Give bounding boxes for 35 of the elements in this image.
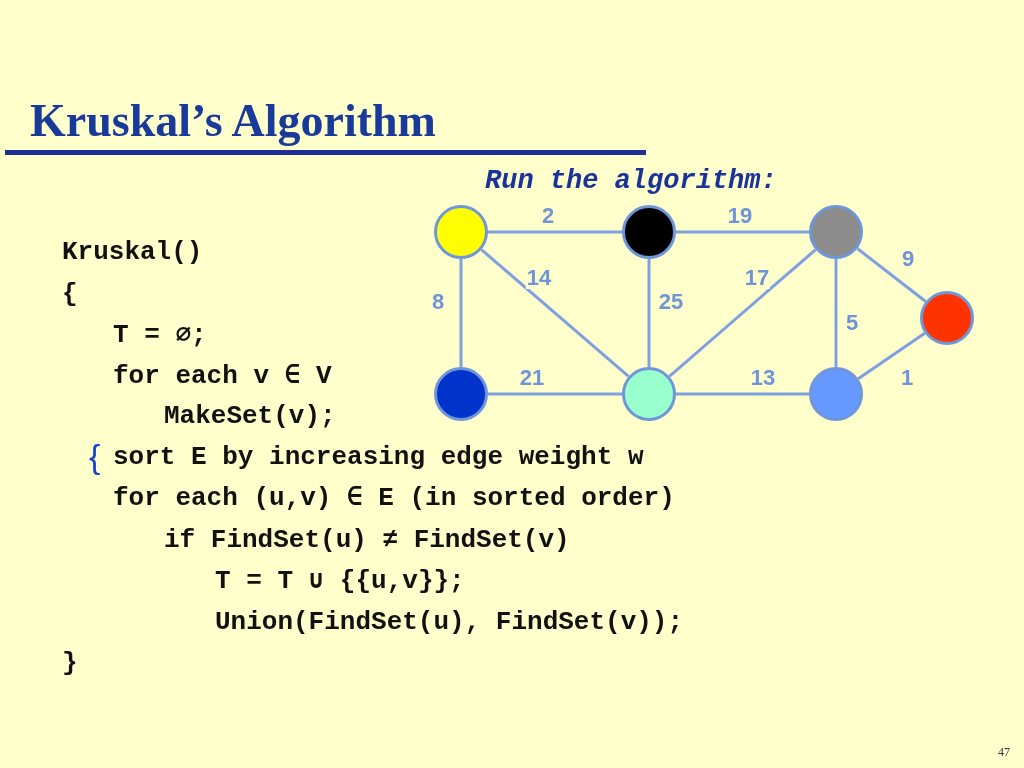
graph-edge bbox=[676, 392, 809, 396]
graph-vertex bbox=[434, 205, 488, 259]
code-line: sort E by increasing edge weight w bbox=[113, 442, 644, 472]
code-line: if FindSet(u) ≠ FindSet(v) bbox=[164, 525, 570, 555]
graph-vertex bbox=[809, 367, 863, 421]
page-number: 47 bbox=[998, 746, 1010, 760]
graph-edge bbox=[834, 259, 838, 367]
graph-edge bbox=[480, 248, 630, 378]
code-line: MakeSet(v); bbox=[164, 401, 336, 431]
graph-edge bbox=[647, 259, 651, 367]
graph-edge bbox=[676, 230, 809, 234]
code-line: } bbox=[62, 648, 78, 678]
graph-edge bbox=[668, 248, 817, 378]
code-line: T = ∅; bbox=[113, 320, 207, 350]
edge-weight: 17 bbox=[743, 267, 771, 289]
edge-weight: 14 bbox=[525, 267, 553, 289]
graph-edge bbox=[488, 230, 622, 234]
graph-vertex bbox=[920, 291, 974, 345]
heading-note: Run the algorithm: bbox=[485, 167, 777, 197]
graph-vertex bbox=[434, 367, 488, 421]
graph-vertex bbox=[622, 205, 676, 259]
graph-edge bbox=[856, 247, 927, 303]
graph-edge bbox=[857, 332, 926, 380]
brace-mark: { bbox=[89, 438, 101, 476]
code-line: Union(FindSet(u), FindSet(v)); bbox=[215, 607, 684, 637]
graph-edge bbox=[459, 259, 463, 367]
code-line: T = T ∪ {{u,v}}; bbox=[215, 566, 465, 596]
slide-title: Kruskal’s Algorithm bbox=[30, 96, 436, 147]
graph-edge bbox=[488, 392, 622, 396]
code-line: for each (u,v) ∈ E (in sorted order) bbox=[113, 483, 675, 513]
code-line: for each v ∈ V bbox=[113, 361, 332, 391]
graph-vertex bbox=[809, 205, 863, 259]
code-line: Kruskal() bbox=[62, 237, 203, 267]
graph-vertex bbox=[622, 367, 676, 421]
code-line: { bbox=[62, 279, 78, 309]
